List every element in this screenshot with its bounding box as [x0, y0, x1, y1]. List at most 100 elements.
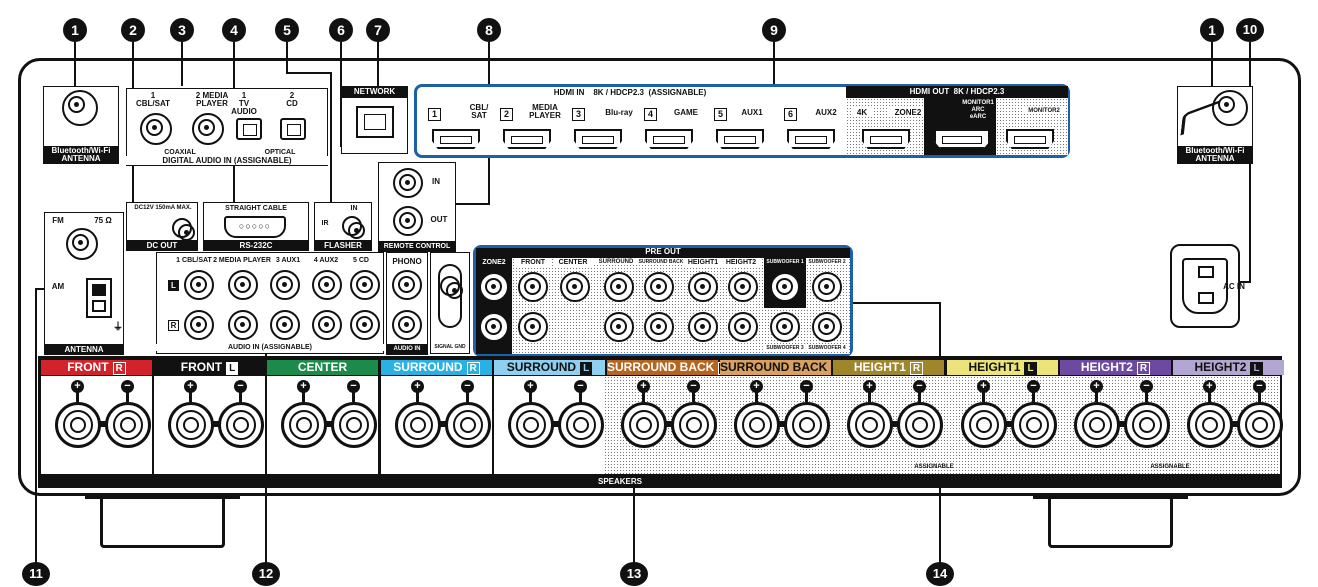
pre-out-surround-back-r[interactable] — [644, 312, 674, 342]
flasher-jack[interactable] — [342, 216, 365, 239]
speaker-terminal-positive[interactable] — [508, 402, 554, 448]
audio-in-3-r[interactable] — [270, 310, 300, 340]
speaker-terminal-positive[interactable] — [847, 402, 893, 448]
speaker-terminal-negative[interactable] — [1011, 402, 1057, 448]
speaker-terminal-negative[interactable] — [218, 402, 264, 448]
speaker-terminal-negative[interactable] — [1124, 402, 1170, 448]
hdmi-in-port-6[interactable] — [787, 129, 835, 149]
speaker-terminal-negative[interactable] — [671, 402, 717, 448]
audio-in-2-r[interactable] — [228, 310, 258, 340]
speaker-terminal-negative[interactable] — [1237, 402, 1283, 448]
bt-wifi-antenna-connector-right[interactable] — [1212, 90, 1248, 126]
am-antenna-terminal[interactable] — [86, 278, 112, 318]
pre-out-surround-r[interactable] — [604, 312, 634, 342]
speaker-terminal-negative[interactable] — [558, 402, 604, 448]
callout-10: 10 — [1236, 18, 1264, 42]
speaker-terminal-positive[interactable] — [395, 402, 441, 448]
hdmi-out-port-4k-zone2[interactable] — [862, 129, 910, 149]
pre-out-front-r[interactable] — [518, 312, 548, 342]
pre-out-center[interactable] — [560, 272, 590, 302]
rs232c-port[interactable]: ○○○○○ — [224, 216, 286, 238]
audio-in-1-l[interactable] — [184, 270, 214, 300]
pre-out-height1-r[interactable] — [688, 312, 718, 342]
dc-out-spec: DC12V 150mA MAX. — [134, 205, 192, 211]
hdmi-out-port-monitor1[interactable] — [934, 129, 990, 149]
speaker-terminal-positive[interactable] — [961, 402, 1007, 448]
speaker-terminal-positive[interactable] — [621, 402, 667, 448]
pre-out-subwoofer-2[interactable] — [812, 272, 842, 302]
pre-out-zone2-r[interactable] — [479, 312, 509, 342]
remote-in-jack[interactable] — [393, 168, 423, 198]
optical-jack-1[interactable] — [236, 118, 262, 140]
speaker-terminal-positive[interactable] — [734, 402, 780, 448]
optical-jack-2[interactable] — [280, 118, 306, 140]
pre-out-subwoofer-4[interactable] — [812, 312, 842, 342]
speakers-assignable-label-2: ASSIGNABLE — [1150, 464, 1190, 470]
speaker-channel-name: HEIGHT1 — [853, 360, 906, 374]
flasher-ir-label: IR — [321, 220, 329, 227]
dc-out-jack[interactable] — [172, 218, 195, 241]
hdmi-in-num-1: 1 — [428, 108, 441, 121]
hdmi-in-port-3[interactable] — [574, 129, 622, 149]
audio-in-right-marker: R — [168, 320, 179, 331]
speaker-channel-side: R — [112, 362, 126, 375]
hdmi-in-port-1[interactable] — [432, 129, 480, 149]
ground-icon: ⏚ — [113, 322, 123, 333]
speaker-terminal-positive[interactable] — [1074, 402, 1120, 448]
callout-12: 12 — [252, 562, 280, 586]
pre-out-subwoofer-1[interactable] — [770, 272, 800, 302]
speaker-terminal-stem — [302, 392, 305, 402]
flasher-label: FLASHER — [314, 240, 372, 251]
speaker-terminal-stem — [1258, 392, 1261, 402]
coaxial-jack-2[interactable] — [192, 113, 224, 145]
audio-in-2-l[interactable] — [228, 270, 258, 300]
fm-antenna-jack[interactable] — [66, 228, 98, 260]
callout-1-right: 1 — [1200, 18, 1224, 42]
audio-in-4-r[interactable] — [312, 310, 342, 340]
speaker-terminal-negative[interactable] — [445, 402, 491, 448]
hdmi-out-port-monitor2[interactable] — [1006, 129, 1054, 149]
hdmi-in-port-2[interactable] — [503, 129, 551, 149]
pre-out-front-l[interactable] — [518, 272, 548, 302]
phono-l-jack[interactable] — [392, 270, 422, 300]
pre-out-zone2-l[interactable] — [479, 272, 509, 302]
pre-out-surround-l[interactable] — [604, 272, 634, 302]
hdmi-in-port-4[interactable] — [645, 129, 693, 149]
leader-line-9 — [773, 42, 775, 88]
pre-out-title-bar — [476, 248, 850, 258]
remote-out-jack[interactable] — [393, 206, 423, 236]
ac-in-inner — [1182, 258, 1228, 314]
callout-2: 2 — [121, 18, 145, 42]
speakers-assignable-label-1: ASSIGNABLE — [914, 464, 954, 470]
speaker-terminal-negative[interactable] — [105, 402, 151, 448]
speaker-terminal-positive[interactable] — [281, 402, 327, 448]
audio-in-3-l[interactable] — [270, 270, 300, 300]
pre-out-height2-l[interactable] — [728, 272, 758, 302]
digital-audio-in-title: DIGITAL AUDIO IN (ASSIGNABLE) — [126, 156, 328, 165]
speaker-terminal-positive[interactable] — [55, 402, 101, 448]
flasher-in-label: IN — [350, 205, 358, 212]
speaker-terminal-positive[interactable] — [1187, 402, 1233, 448]
speaker-channel-name: SURROUND — [506, 360, 577, 374]
pre-out-height1-l[interactable] — [688, 272, 718, 302]
speaker-terminal-negative[interactable] — [897, 402, 943, 448]
coaxial-jack-1[interactable] — [140, 113, 172, 145]
speaker-terminal-positive[interactable] — [168, 402, 214, 448]
hdmi-in-port-5[interactable] — [716, 129, 764, 149]
speaker-plus-icon: + — [524, 380, 537, 393]
audio-in-4-l[interactable] — [312, 270, 342, 300]
speaker-channel-side: L — [580, 362, 593, 375]
audio-in-5-r[interactable] — [350, 310, 380, 340]
audio-in-1-r[interactable] — [184, 310, 214, 340]
bt-wifi-antenna-connector-left[interactable] — [62, 90, 98, 126]
leader-line-1-right — [1211, 42, 1213, 88]
speaker-terminal-negative[interactable] — [331, 402, 377, 448]
speaker-terminal-stem — [416, 392, 419, 402]
audio-in-5-l[interactable] — [350, 270, 380, 300]
phono-r-jack[interactable] — [392, 310, 422, 340]
speaker-terminal-negative[interactable] — [784, 402, 830, 448]
pre-out-surround-back-l[interactable] — [644, 272, 674, 302]
pre-out-subwoofer-3[interactable] — [770, 312, 800, 342]
callout-3: 3 — [170, 18, 194, 42]
pre-out-height2-r[interactable] — [728, 312, 758, 342]
